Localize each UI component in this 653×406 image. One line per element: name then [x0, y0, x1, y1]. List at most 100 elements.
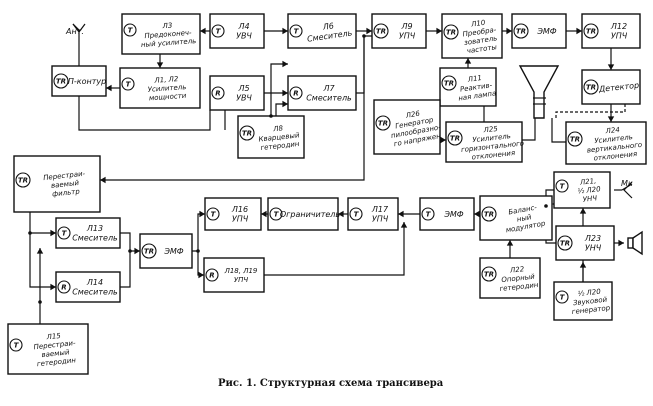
block-label-line: Л6 — [321, 21, 334, 32]
mode-badge-circle — [513, 23, 529, 39]
arrowhead — [199, 210, 205, 218]
antenna-symbol — [72, 23, 86, 33]
block-frame — [287, 75, 357, 111]
mode-badge-text: TR — [586, 28, 596, 36]
block-label-line: УНЧ — [585, 244, 602, 253]
block-label: Детектор — [598, 81, 640, 94]
mode-badge-text: R — [209, 272, 214, 280]
junction-dot — [269, 114, 273, 118]
mode-badge-text: R — [293, 90, 298, 98]
mode-badge-text: T — [211, 211, 217, 219]
connection-line — [264, 222, 405, 276]
block-label-line: Л22 — [509, 265, 525, 275]
block-label-line: Л9 — [400, 22, 412, 31]
junction-dot — [544, 204, 548, 208]
mode-badge-text: T — [560, 294, 566, 302]
block-label-line: УПЧ — [611, 32, 628, 41]
mode-badge-circle — [121, 77, 135, 91]
mode-badge-text: T — [14, 342, 20, 350]
block-label-line: Л25 — [482, 125, 498, 135]
microphone-symbol — [623, 181, 633, 199]
block-label-line: Л8 — [272, 124, 284, 133]
mode-badge-text: R — [215, 90, 220, 98]
speaker-symbol — [627, 237, 634, 249]
block-label-line: Л26 — [404, 109, 421, 120]
block-label-line: Усилитель — [147, 83, 186, 94]
block-label-line: Л18, Л19 — [224, 267, 258, 275]
block-label-line: УПЧ — [232, 215, 249, 224]
connection-line — [120, 251, 131, 288]
connection-line — [522, 118, 536, 141]
block-label-line: Л5 — [237, 84, 249, 93]
mode-badge-text: TR — [450, 135, 460, 143]
mode-badge-circle — [15, 172, 31, 188]
arrowhead — [50, 229, 56, 237]
mode-badge-text: TR — [586, 84, 596, 92]
block-label-line: ный усилитель — [141, 37, 197, 49]
block-label-line: Л24 — [604, 126, 620, 136]
mode-badge-circle — [9, 338, 23, 352]
mode-badge-text: TR — [560, 240, 570, 248]
block-frame — [7, 323, 89, 375]
connection-line — [551, 118, 566, 143]
mode-badge-circle — [211, 86, 225, 100]
mode-badge-text: TR — [570, 136, 580, 144]
connection-line — [270, 63, 288, 116]
block-label-line: УПЧ — [372, 215, 389, 224]
connection-line — [555, 104, 626, 118]
arrowhead — [506, 27, 512, 35]
microphone-label: Мк — [621, 179, 633, 188]
mode-badge-text: TR — [484, 211, 494, 219]
block-label: Ограничитель — [280, 210, 341, 219]
block-label-line: Л17 — [371, 205, 389, 214]
signal-connections — [29, 27, 626, 324]
arrowhead — [474, 210, 480, 218]
block-label-line: Предоконеч- — [144, 29, 192, 40]
block-label-line: Усилитель — [594, 133, 633, 145]
block-label-line: Л23 — [584, 234, 601, 243]
block-label-line: Л12 — [610, 22, 627, 31]
block-label-line: Л10 — [470, 19, 487, 29]
block-label: ЭМФ — [163, 247, 183, 256]
figure-caption: Рис. 1. Структурная схема трансивера — [218, 378, 444, 389]
mode-badge-text: TR — [56, 78, 66, 86]
mode-badge-text: T — [354, 211, 360, 219]
mode-badge-circle — [53, 73, 69, 89]
mode-badge-circle — [443, 24, 459, 40]
arrowhead — [398, 210, 404, 218]
mode-badge-circle — [57, 280, 71, 294]
speaker-cone — [632, 230, 643, 256]
crt-tube-symbol — [518, 65, 560, 119]
block-frame — [119, 67, 201, 109]
block-label-line: УВЧ — [236, 94, 252, 103]
mode-badge-circle — [289, 86, 303, 100]
mode-badge-text: T — [216, 28, 222, 36]
arrowhead — [134, 247, 140, 255]
mode-badge-circle — [583, 79, 599, 95]
connection-line — [29, 212, 56, 234]
block-label-line: ваемый — [51, 179, 80, 190]
block-label-line: Л21, — [579, 177, 597, 187]
mode-badge-circle — [373, 23, 389, 39]
